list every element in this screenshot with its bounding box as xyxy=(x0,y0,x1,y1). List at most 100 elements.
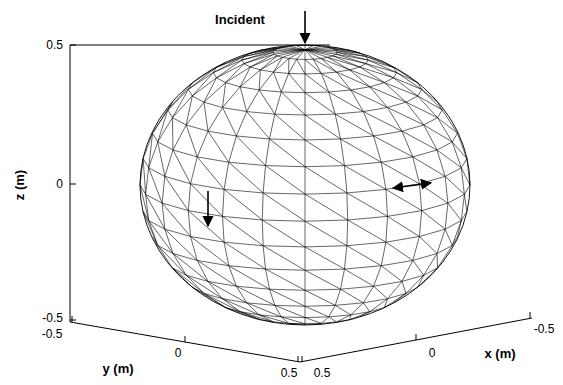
mesh-edge xyxy=(168,89,189,109)
axis-line xyxy=(530,312,531,318)
mesh-edge xyxy=(305,73,321,74)
mesh-edge xyxy=(289,73,305,92)
mesh-edge xyxy=(288,58,289,73)
mesh-edge xyxy=(149,168,165,177)
mesh-edge xyxy=(305,270,306,290)
mesh-edge xyxy=(269,289,305,290)
mesh-edge xyxy=(197,131,208,157)
mesh-edge xyxy=(461,159,467,168)
mesh-edge xyxy=(188,89,192,96)
mesh-edge xyxy=(419,229,445,236)
mesh-edge xyxy=(360,64,366,67)
mesh-edge xyxy=(262,220,305,247)
mesh-edge xyxy=(464,194,466,211)
mesh-edge xyxy=(413,237,420,261)
mesh-edge xyxy=(374,266,382,286)
mesh-edge xyxy=(226,64,244,83)
mesh-edge xyxy=(208,131,236,136)
mesh-edge xyxy=(188,184,190,211)
mesh-edge xyxy=(162,176,165,203)
mesh-edge xyxy=(223,189,225,216)
mesh-edge xyxy=(363,107,387,111)
mesh-edge xyxy=(162,203,188,211)
mesh-edge xyxy=(263,193,305,221)
axis-line xyxy=(300,318,532,362)
mesh-edge xyxy=(204,102,208,131)
mesh-edge xyxy=(305,50,306,60)
mesh-edge xyxy=(143,211,158,245)
mesh-edge xyxy=(445,176,464,194)
mesh-edge xyxy=(335,114,340,139)
mesh-edge xyxy=(224,242,265,269)
mesh-edge xyxy=(384,83,417,96)
mesh-edge xyxy=(186,125,208,131)
mesh-edge xyxy=(269,139,305,167)
tick-label: 0 xyxy=(56,177,63,191)
mesh-edge xyxy=(188,211,224,243)
mesh-edge xyxy=(229,266,237,286)
mesh-edge xyxy=(424,253,437,275)
mesh-edge xyxy=(158,142,165,176)
mesh-edge xyxy=(277,56,282,57)
mesh-edge xyxy=(223,107,247,111)
mesh-edge xyxy=(173,253,208,281)
mesh-edge xyxy=(216,60,241,78)
mesh-edge xyxy=(247,90,260,112)
mesh-edge xyxy=(153,133,158,142)
mesh-edge xyxy=(305,46,313,50)
mesh-edge xyxy=(388,107,424,124)
tick-label: 0.5 xyxy=(46,38,63,52)
mesh-edge xyxy=(204,83,226,103)
mesh-edge xyxy=(438,118,453,142)
mesh-edge xyxy=(386,189,422,210)
mesh-edge xyxy=(366,56,394,67)
mesh-edge xyxy=(445,229,452,245)
mesh-edge xyxy=(305,46,321,50)
mesh-edge xyxy=(445,168,461,177)
mesh-edge xyxy=(281,73,288,92)
mesh-edge xyxy=(394,73,397,78)
mesh-edge xyxy=(402,125,424,131)
mesh-edge xyxy=(173,150,191,184)
mesh-edge xyxy=(274,50,305,54)
mesh-edge xyxy=(188,211,190,237)
mesh-edge xyxy=(384,293,406,307)
mesh-edge xyxy=(197,157,229,162)
mesh-edge xyxy=(282,57,289,58)
mesh-edge xyxy=(247,303,282,317)
mesh-edge xyxy=(363,299,387,303)
mesh-edge xyxy=(172,96,192,118)
field-arrow xyxy=(304,11,306,43)
mesh-edge xyxy=(305,221,347,245)
mesh-edge xyxy=(259,72,273,90)
mesh-edge xyxy=(165,176,191,183)
mesh-edge xyxy=(452,142,461,168)
mesh-edge xyxy=(437,150,461,168)
mesh-edge xyxy=(329,90,351,92)
mesh-edge xyxy=(305,93,335,114)
mesh-edge xyxy=(341,286,374,289)
mesh-edge xyxy=(305,289,341,290)
mesh-edge xyxy=(438,245,453,268)
mesh-edge xyxy=(263,193,305,194)
mesh-edge xyxy=(275,305,305,317)
mesh-edge xyxy=(437,142,452,150)
mesh-edge xyxy=(388,281,403,298)
mesh-edge xyxy=(374,131,402,136)
mesh-edge xyxy=(266,269,305,270)
mesh-edge xyxy=(305,115,341,139)
mesh-edge xyxy=(262,220,305,221)
mesh-edge xyxy=(402,131,413,157)
mesh-edge xyxy=(351,90,388,108)
mesh-edge xyxy=(386,242,413,260)
mesh-edge xyxy=(413,260,424,275)
mesh-edge xyxy=(413,150,437,157)
mesh-edge xyxy=(452,133,457,142)
mesh-edge xyxy=(223,216,225,242)
mesh-edge xyxy=(192,73,213,96)
mesh-edge xyxy=(418,275,424,287)
mesh-edge xyxy=(419,176,445,183)
mesh-edge xyxy=(422,203,448,211)
mesh-edge xyxy=(269,139,305,140)
mesh-edge xyxy=(289,59,297,73)
